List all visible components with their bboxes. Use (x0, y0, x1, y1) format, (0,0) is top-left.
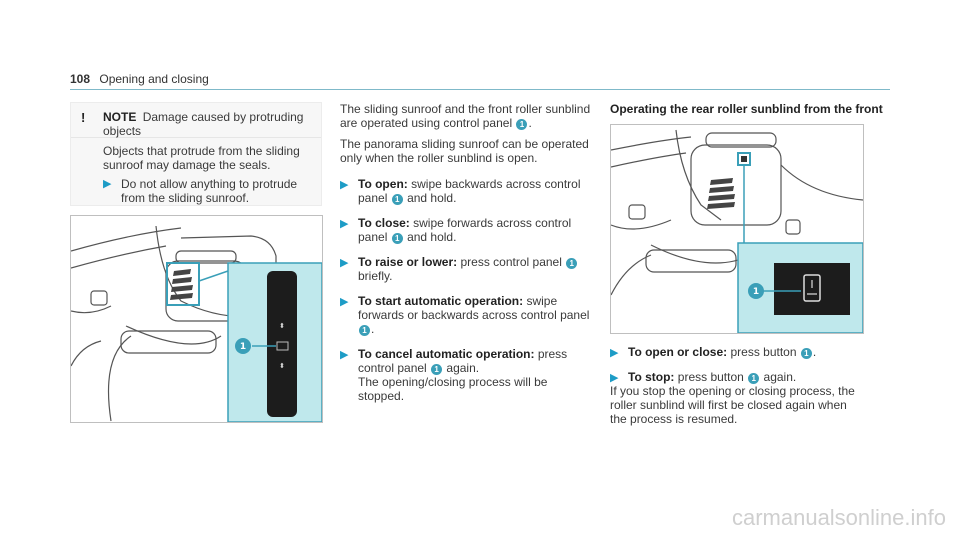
intro-paragraph: The sliding sunroof and the front roller… (340, 102, 595, 130)
step-text-end: briefly. (358, 269, 393, 283)
step-raise-lower: ▶ To raise or lower: press control panel… (340, 255, 595, 283)
svg-text:⬍: ⬍ (279, 362, 285, 370)
intro-text-end: . (528, 116, 532, 130)
step-text: swipe forwards or backwards across contr… (358, 294, 590, 322)
arrow-right-icon: ▶ (610, 372, 619, 384)
section-title: Operating the rear roller sunblind from … (610, 102, 883, 116)
callout-badge: 1 (566, 258, 578, 269)
note-box: ! NOTE Damage caused by protruding objec… (70, 102, 322, 206)
callout-badge: 1 (516, 119, 528, 130)
callout-badge: 1 (431, 364, 443, 375)
callout-1: 1 (753, 287, 759, 297)
arrow-right-icon: ▶ (340, 349, 349, 361)
step-text: press button (730, 345, 797, 359)
step-label: To open or close: (628, 345, 728, 359)
arrow-right-icon: ▶ (340, 257, 349, 269)
step-label: To open: (358, 177, 408, 191)
step-text-end: . (812, 345, 817, 359)
step-text: press control panel (460, 255, 562, 269)
step-label: To close: (358, 216, 410, 230)
illustration-rear-sunblind-button: 1 (610, 124, 864, 334)
arrow-right-icon: ▶ (610, 347, 619, 359)
note-text: Objects that protrude from the sliding s… (103, 144, 300, 172)
callout-badge: 1 (359, 325, 370, 336)
arrow-right-icon: ▶ (340, 179, 349, 191)
note-bullet-text: Do not allow anything to protrude from t… (121, 177, 298, 205)
step-text: press control panel (358, 347, 568, 375)
warning-icon: ! (81, 110, 86, 125)
step-text-end: again. (763, 370, 797, 384)
step-text: swipe backwards across control panel (358, 177, 581, 205)
arrow-right-icon: ▶ (340, 218, 349, 230)
step-text-end: . (371, 322, 375, 336)
step-note: The opening/closing process will be stop… (358, 375, 548, 403)
watermark: carmanualsonline.info (731, 505, 946, 530)
middle-column: The sliding sunroof and the front roller… (340, 102, 595, 414)
callout-badge: 1 (748, 373, 760, 384)
step-start-automatic: ▶ To start automatic operation: swipe fo… (340, 294, 595, 336)
illustration-front-control-panel: ⬍ ⬍ 1 (70, 215, 323, 423)
callout-badge: 1 (800, 348, 812, 359)
note-title: NOTE Damage caused by protruding objects (103, 110, 313, 138)
intro-text: The sliding sunroof and the front roller… (340, 102, 591, 130)
svg-text:⬍: ⬍ (279, 322, 285, 330)
callout-badge: 1 (391, 233, 403, 244)
step-label: To stop: (628, 370, 675, 384)
step-label: To cancel automatic operation: (358, 347, 535, 361)
section-name: Opening and closing (99, 72, 209, 86)
step-label: To start automatic operation: (358, 294, 524, 308)
note-title-text: Damage caused by protruding objects (103, 110, 304, 138)
step-open-close: ▶ To open or close: press button 1. (610, 345, 870, 359)
step-open: ▶ To open: swipe backwards across contro… (340, 177, 595, 205)
note-bullet: ▶ Do not allow anything to protrude from… (103, 177, 315, 205)
header-divider (70, 89, 890, 90)
callout-1: 1 (240, 342, 246, 352)
step-cancel-automatic: ▶ To cancel automatic operation: press c… (340, 347, 595, 403)
callout-badge: 1 (391, 194, 403, 205)
illustration-drawing: ⬍ ⬍ 1 (71, 225, 322, 422)
step-text-end: and hold. (407, 230, 457, 244)
note-label: NOTE (103, 110, 137, 124)
page-number: 108 (70, 72, 91, 86)
step-label: To raise or lower: (358, 255, 458, 269)
note-header: ! NOTE Damage caused by protruding objec… (71, 103, 321, 138)
illustration-drawing: 1 (611, 129, 863, 333)
page-header: 108 Opening and closing (70, 72, 209, 86)
resume-paragraph: If you stop the opening or closing proce… (610, 384, 855, 426)
arrow-right-icon: ▶ (340, 296, 349, 308)
step-close: ▶ To close: swipe forwards across contro… (340, 216, 595, 244)
step-text: press button (677, 370, 744, 384)
panorama-paragraph: The panorama sliding sunroof can be oper… (340, 137, 589, 165)
arrow-right-icon: ▶ (103, 178, 112, 190)
step-text: swipe forwards across control panel (358, 216, 572, 244)
rear-sunblind-steps: ▶ To open or close: press button 1. ▶ To… (610, 345, 870, 395)
step-stop: ▶ To stop: press button 1 again. (610, 370, 870, 384)
step-text-end: again. (446, 361, 480, 375)
step-text-end: and hold. (407, 191, 457, 205)
